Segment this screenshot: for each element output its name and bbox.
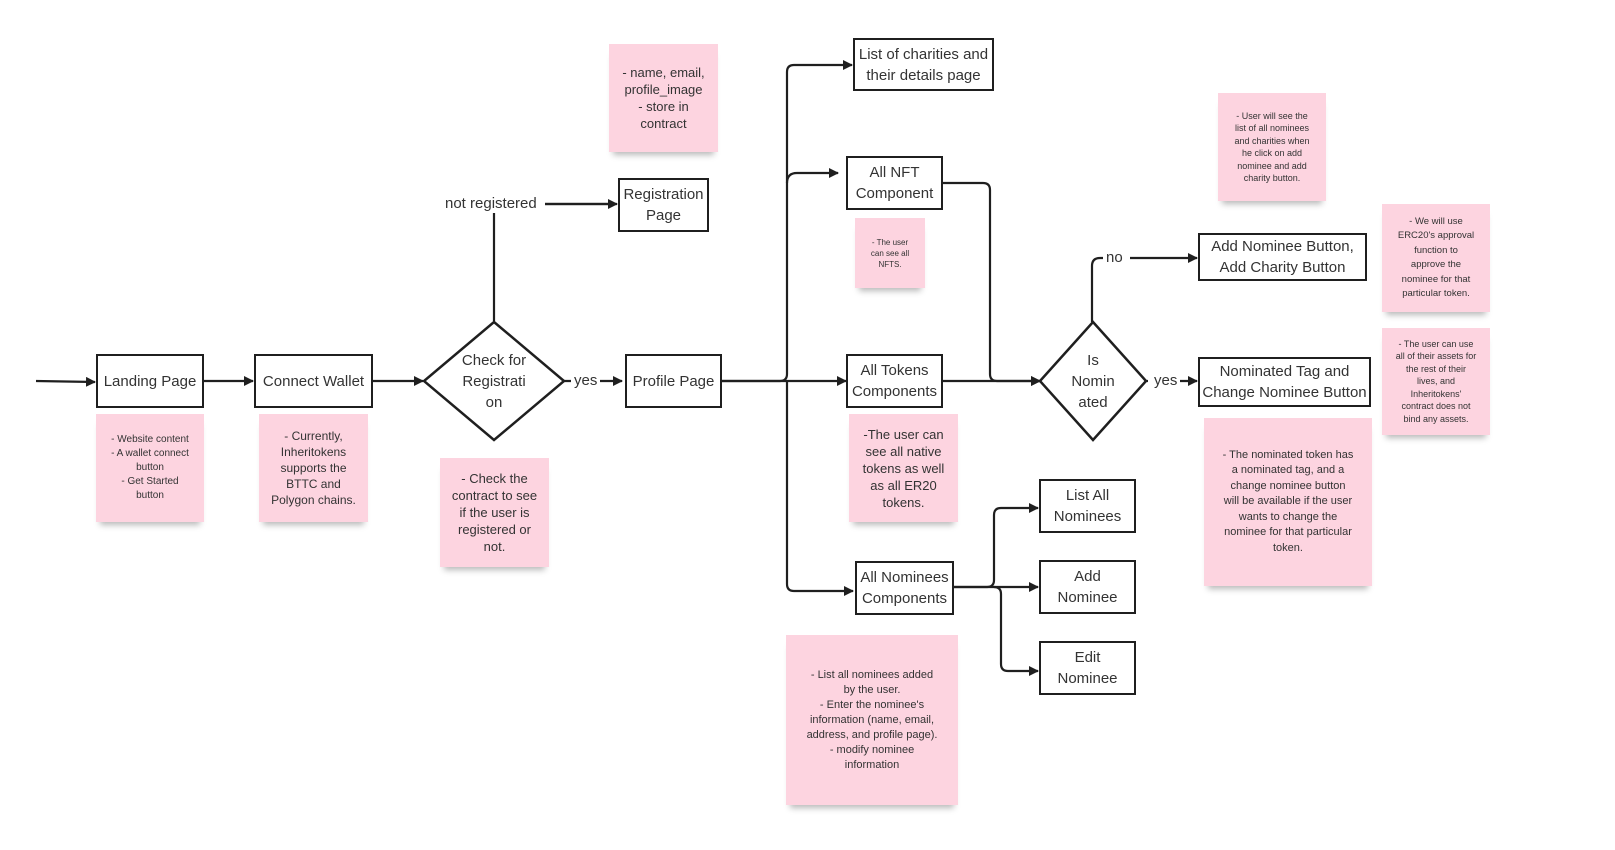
list-all-nominees-node[interactable]: List All Nominees [1039, 479, 1136, 533]
registration-page-node[interactable]: Registration Page [618, 178, 709, 232]
edge-label-yes-nominated: yes [1151, 372, 1181, 390]
edge-label-no: no [1103, 249, 1126, 267]
edge-nft-nominated [943, 181, 1041, 386]
list-all-nominees-label: List All Nominees [1053, 487, 1122, 525]
connect-wallet-node[interactable]: Connect Wallet [254, 354, 373, 408]
registration-page-label: Registration Page [623, 186, 704, 224]
edge-check-registration [492, 202, 615, 321]
edge-profile-nft [785, 168, 839, 184]
is-nominated-label: Is Nomin ated [1071, 351, 1115, 411]
nominees-sticky-note: - List all nominees added by the user. -… [786, 635, 958, 805]
edge-nominees-list [954, 503, 1039, 589]
profile-page-label: Profile Page [632, 372, 715, 390]
all-nft-component-node[interactable]: All NFT Component [846, 156, 943, 210]
check-registration-label: Check for Registrati on [461, 351, 527, 411]
all-tokens-components-label: All Tokens Components [851, 362, 938, 400]
add-nominee-label: Add Nominee [1057, 568, 1118, 606]
nominated-token-sticky-note: - The nominated token has a nominated ta… [1204, 418, 1372, 586]
add-nominee-node[interactable]: Add Nominee [1039, 560, 1136, 614]
registration-sticky-note: - name, email, profile_image - store in … [609, 44, 718, 152]
edge-label-yes-registered: yes [571, 372, 601, 390]
nominated-tag-label: Nominated Tag and Change Nominee Button [1202, 363, 1367, 401]
edge-entry [35, 376, 96, 387]
edge-profile-charities [722, 60, 853, 383]
assets-sticky-note: - The user can use all of their assets f… [1382, 328, 1490, 435]
landing-page-label: Landing Page [103, 372, 197, 390]
check-registration-diamond [422, 320, 566, 442]
charities-page-label: List of charities and their details page [858, 45, 989, 84]
check-registration-sticky-note: - Check the contract to see if the user … [440, 458, 549, 567]
tokens-sticky-note: -The user can see all native tokens as w… [849, 414, 958, 522]
all-nominees-components-label: All Nominees Components [860, 569, 949, 607]
all-nft-component-label: All NFT Component [855, 164, 934, 202]
erc20-sticky-note: - We will use ERC20's approval function … [1382, 204, 1490, 312]
edge-nominated-no [1090, 256, 1104, 322]
nominated-tag-node[interactable]: Nominated Tag and Change Nominee Button [1198, 357, 1371, 407]
edit-nominee-node[interactable]: Edit Nominee [1039, 641, 1136, 695]
add-nominee-button-node[interactable]: Add Nominee Button, Add Charity Button [1198, 233, 1367, 281]
profile-page-node[interactable]: Profile Page [625, 354, 722, 408]
edge-nominees-edit [993, 585, 1039, 676]
connect-wallet-label: Connect Wallet [262, 372, 365, 390]
is-nominated-diamond [1038, 320, 1148, 442]
charities-page-node[interactable]: List of charities and their details page [853, 38, 994, 91]
landing-sticky-note: - Website content - A wallet connect but… [96, 414, 204, 522]
nft-sticky-note: - The user can see all NFTS. [855, 218, 925, 288]
all-nominees-components-node[interactable]: All Nominees Components [855, 561, 954, 615]
add-nominee-button-label: Add Nominee Button, Add Charity Button [1211, 238, 1354, 276]
nominee-list-sticky-note: - User will see the list of all nominees… [1218, 93, 1326, 201]
edge-profile-nominees [785, 381, 854, 596]
edge-label-not-registered: not registered [442, 195, 540, 213]
edit-nominee-label: Edit Nominee [1057, 649, 1118, 687]
all-tokens-components-node[interactable]: All Tokens Components [846, 354, 943, 408]
connect-wallet-sticky-note: - Currently, Inheritokens supports the B… [259, 414, 368, 522]
landing-page-node[interactable]: Landing Page [96, 354, 204, 408]
